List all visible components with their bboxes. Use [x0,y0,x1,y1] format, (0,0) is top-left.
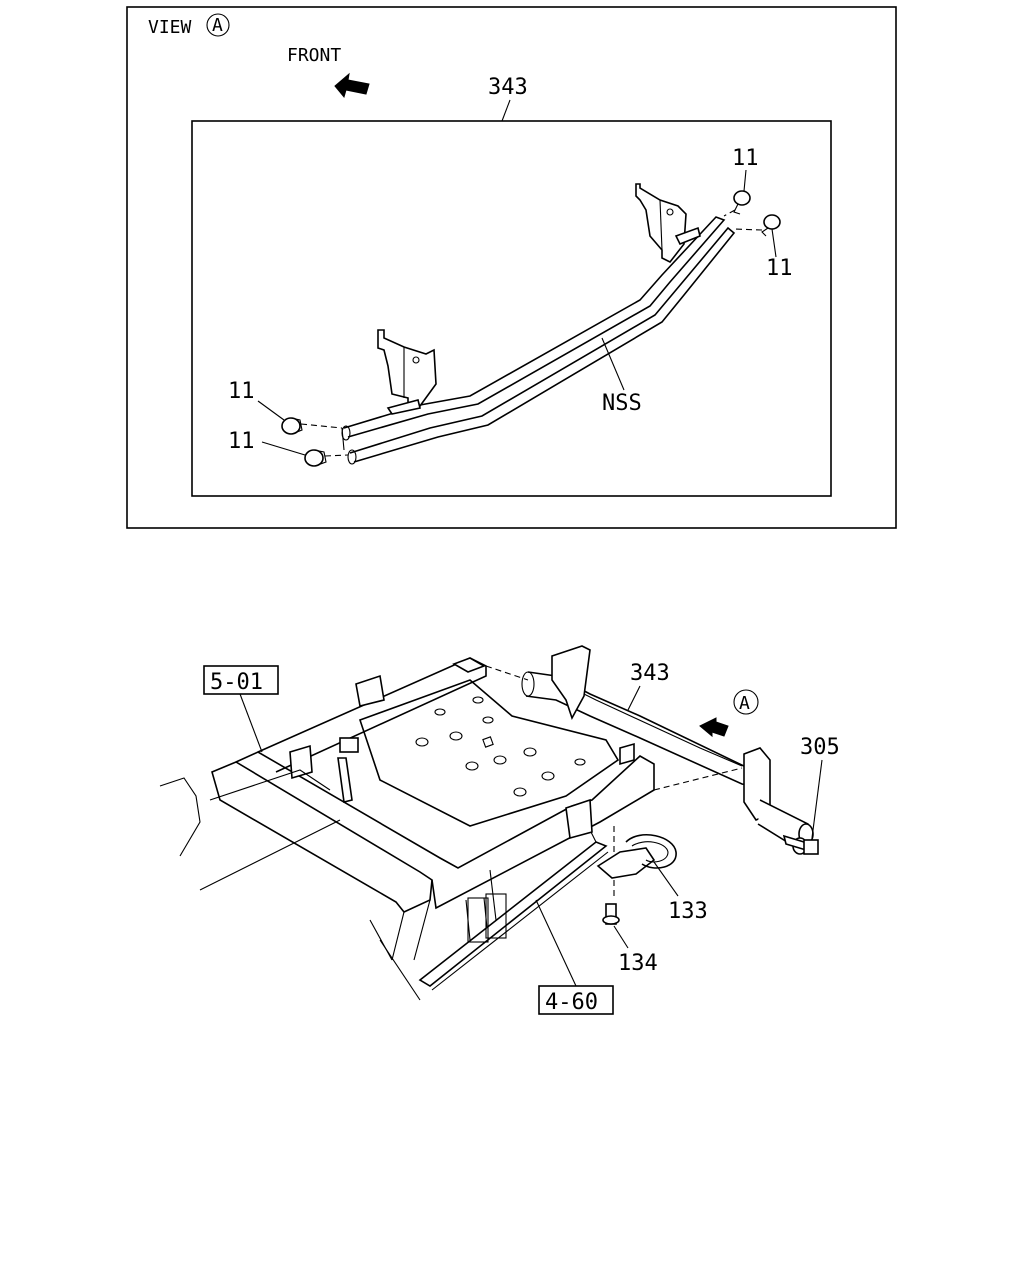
bracket-left [377,329,437,415]
ref-spring-label: 4-60 [545,990,598,1015]
assembly-callout-bottom: 343 [630,661,670,686]
view-a-marker-letter: A [739,693,750,714]
ref-frame-label: 5-01 [210,670,263,695]
assembly-box [191,120,832,497]
view-label: VIEW [148,17,192,38]
cap-top-a [723,190,751,217]
bolt-134 [602,903,620,925]
cap-callout-top-b: 11 [766,256,793,281]
leaf-spring [418,841,609,991]
frame-brackets [289,657,635,840]
nss-label: NSS [602,391,642,416]
front-arrow-icon [334,72,370,99]
view-a-arrow-icon [699,717,729,738]
cap-left-b [304,449,349,467]
view-a-marker [733,689,759,715]
view-a-panel: VIEW A FRONT 343 [126,6,897,529]
tow-hook [596,826,677,900]
chassis-view: 5-01 [159,645,840,1015]
view-letter: A [212,15,223,36]
hook-bolt-callout: 134 [618,951,658,976]
cap-callout-left-a: 11 [228,379,255,404]
bolt-305 [782,834,819,855]
chassis-background [159,769,421,1001]
cap-callout-left-b: 11 [228,429,255,454]
assembly-callout-top: 343 [488,75,528,100]
assembly-leader-top [501,99,511,122]
hook-callout: 133 [668,899,708,924]
view-outer-frame [126,6,897,529]
bracket-right [635,183,701,264]
cap-callout-top-a: 11 [732,146,759,171]
ref-box-5-01 [203,665,279,695]
shock-absorber [337,737,497,941]
view-circle-marker [206,13,230,37]
cap-top-b [733,214,781,237]
cap-left-a [281,417,343,435]
front-label: FRONT [287,45,341,66]
cross-member [358,679,620,827]
nss-pipe-assembly [341,216,736,465]
bolt-callout: 305 [800,735,840,760]
